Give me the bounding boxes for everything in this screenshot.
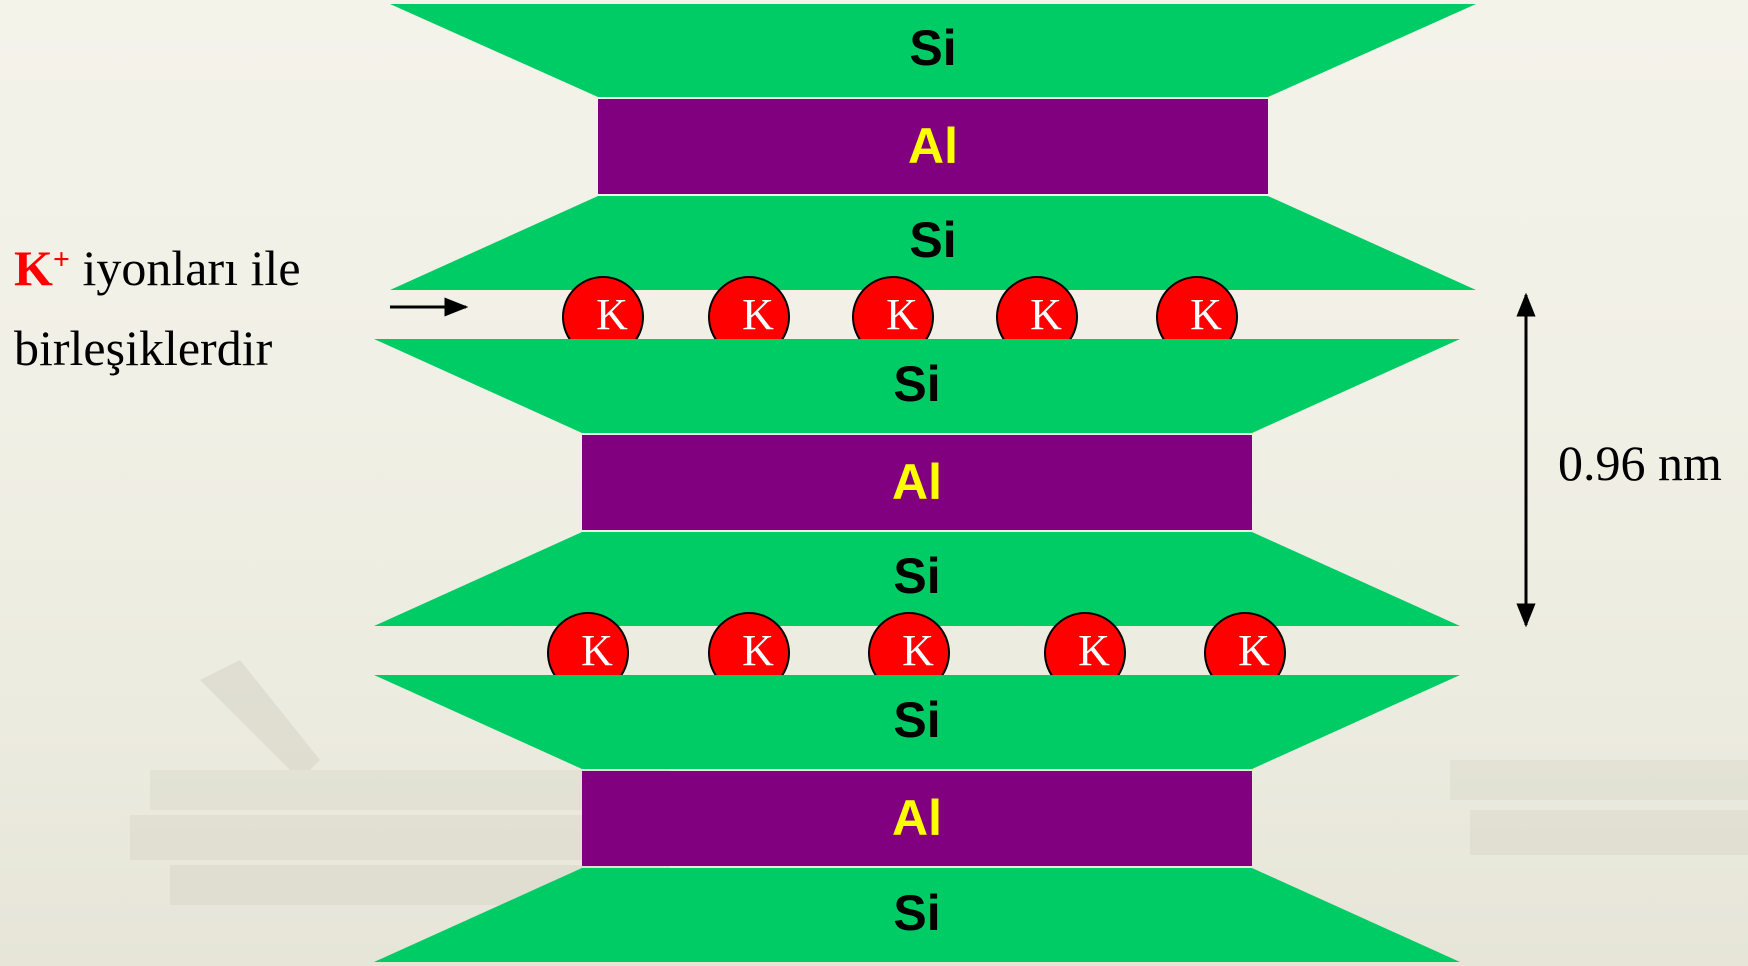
caption-line-2: birleşiklerdir (14, 320, 273, 376)
potassium-ion: K (868, 612, 950, 694)
potassium-ion: K (708, 276, 790, 358)
ion-row-2: K K K K K (547, 612, 1286, 694)
aluminum-layer-2 (582, 435, 1252, 530)
potassium-ion: K (996, 276, 1078, 358)
potassium-ion: K (708, 612, 790, 694)
aluminum-layer-3 (582, 771, 1252, 866)
potassium-ion: K (562, 276, 644, 358)
potassium-ion: K (1156, 276, 1238, 358)
potassium-ion-label: K (596, 290, 628, 339)
potassium-ion-label: K (742, 290, 774, 339)
silicon-layer-2 (390, 196, 1476, 290)
potassium-ion-label: K (1078, 626, 1110, 675)
potassium-ion: K (547, 612, 629, 694)
potassium-ion-label: K (742, 626, 774, 675)
potassium-ion-label: K (581, 626, 613, 675)
silicon-layer-5-label: Si (893, 692, 940, 748)
potassium-ion: K (852, 276, 934, 358)
silicon-layer-3 (374, 339, 1460, 433)
silicon-layer-4-label: Si (893, 548, 940, 604)
potassium-ion-label: K (1190, 290, 1222, 339)
potassium-ion: K (1204, 612, 1286, 694)
potassium-ion-label: K (886, 290, 918, 339)
potassium-ion-label: K (1238, 626, 1270, 675)
silicon-layer-4 (374, 532, 1460, 626)
background-decoration (130, 660, 1748, 905)
aluminum-layer-1 (598, 99, 1268, 194)
caption-line-1: K+ iyonları ile (14, 240, 301, 296)
potassium-ion-label: K (902, 626, 934, 675)
potassium-ion: K (1044, 612, 1126, 694)
aluminum-layer-3-label: Al (892, 790, 942, 846)
silicon-layer-1 (390, 4, 1476, 97)
potassium-ion-label: K (1030, 290, 1062, 339)
aluminum-layer-1-label: Al (908, 118, 958, 174)
spacing-label: 0.96 nm (1558, 435, 1722, 491)
caption-ion-charge: + (53, 243, 70, 276)
silicon-layer-6 (374, 868, 1460, 962)
ion-row-1: K K K K K (562, 276, 1238, 358)
silicon-layer-2-label: Si (909, 212, 956, 268)
silicon-layer-5 (374, 675, 1460, 769)
silicon-layer-3-label: Si (893, 356, 940, 412)
silicon-layer-1-label: Si (909, 20, 956, 76)
caption-ion-symbol: K (14, 240, 53, 296)
aluminum-layer-2-label: Al (892, 454, 942, 510)
silicon-layer-6-label: Si (893, 885, 940, 941)
caption-line-1-text: iyonları ile (70, 240, 301, 296)
